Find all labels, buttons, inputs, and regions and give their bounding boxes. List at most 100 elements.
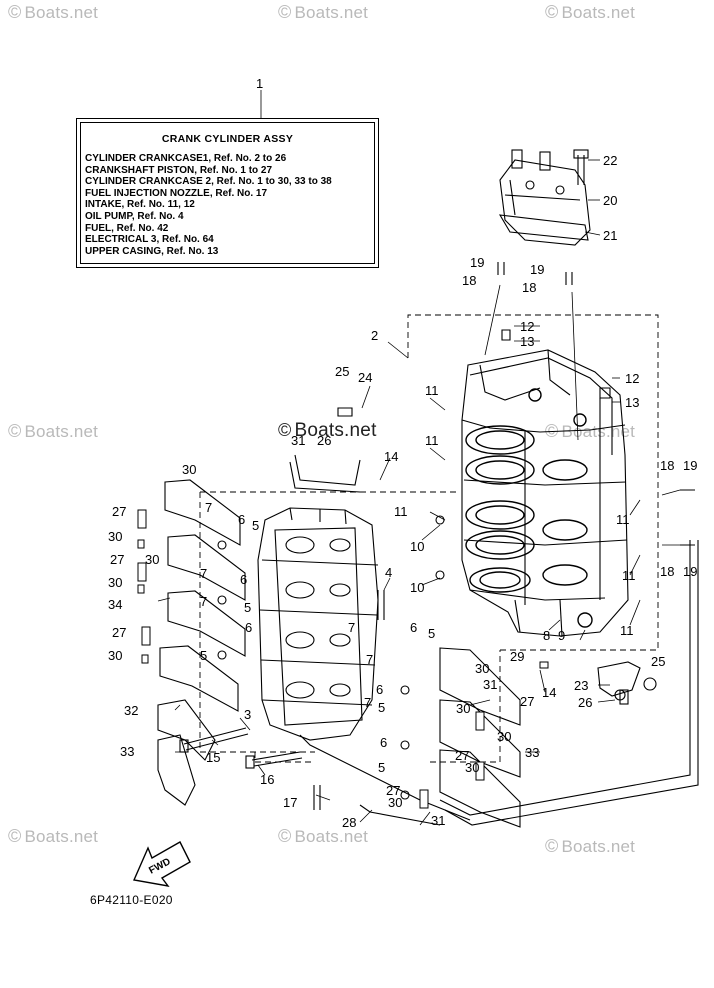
callout-5: 5 xyxy=(252,518,259,533)
legend-line: UPPER CASING, Ref. No. 13 xyxy=(85,245,219,257)
callout-30: 30 xyxy=(108,575,122,590)
callout-11: 11 xyxy=(394,504,408,519)
callout-26: 26 xyxy=(317,433,331,448)
watermark-center: ©Boats.net xyxy=(278,420,377,441)
callout-11: 11 xyxy=(425,383,439,398)
callout-2: 2 xyxy=(371,328,378,343)
callout-10: 10 xyxy=(410,580,424,595)
callout-30: 30 xyxy=(145,552,159,567)
callout-9: 9 xyxy=(558,628,565,643)
callout-19: 19 xyxy=(683,564,697,579)
callout-15: 15 xyxy=(206,750,220,765)
callout-5: 5 xyxy=(378,760,385,775)
watermark-bottom-center: ©Boats.net xyxy=(278,826,369,846)
callout-30: 30 xyxy=(497,729,511,744)
watermark-bottom-left: ©Boats.net xyxy=(8,826,99,846)
callout-23: 23 xyxy=(574,678,588,693)
callout-25: 25 xyxy=(335,364,349,379)
watermark-top-left: ©Boats.net xyxy=(8,2,99,22)
callout-33: 33 xyxy=(120,744,134,759)
callout-14: 14 xyxy=(542,685,556,700)
callout-11: 11 xyxy=(616,512,630,527)
callout-34: 34 xyxy=(108,597,122,612)
callout-17: 17 xyxy=(283,795,297,810)
legend-line: CYLINDER CRANKCASE 2, Ref. No. 1 to 30, … xyxy=(85,176,332,188)
fwd-arrow: FWD xyxy=(133,841,191,887)
callout-7: 7 xyxy=(366,652,373,667)
callout-25: 25 xyxy=(651,654,665,669)
watermark-mid-left: ©Boats.net xyxy=(8,421,99,441)
callout-16: 16 xyxy=(260,772,274,787)
callout-31: 31 xyxy=(483,677,497,692)
callout-28: 28 xyxy=(342,815,356,830)
bolts xyxy=(179,149,695,810)
callout-27: 27 xyxy=(112,504,126,519)
legend-box: CRANK CYLINDER ASSY CYLINDER CRANKCASE1,… xyxy=(76,118,379,268)
callout-21: 21 xyxy=(603,228,617,243)
watermark-bottom-right: ©Boats.net xyxy=(545,836,636,856)
watermark-top-center: ©Boats.net xyxy=(278,2,369,22)
callout-30: 30 xyxy=(475,661,489,676)
callout-31: 31 xyxy=(431,813,445,828)
callout-30: 30 xyxy=(456,701,470,716)
callout-7: 7 xyxy=(364,695,371,710)
callout-20: 20 xyxy=(603,193,617,208)
cylinder-head xyxy=(257,507,379,741)
right-plate xyxy=(597,661,657,705)
legend-line: FUEL, Ref. No. 42 xyxy=(85,222,169,234)
callout-7: 7 xyxy=(348,620,355,635)
callout-11: 11 xyxy=(622,568,636,583)
callout-7: 7 xyxy=(200,594,207,609)
callout-5: 5 xyxy=(378,700,385,715)
legend-line: INTAKE, Ref. No. 11, 12 xyxy=(85,199,195,211)
callout-27: 27 xyxy=(386,783,400,798)
hoses xyxy=(289,454,699,826)
callout-32: 32 xyxy=(124,703,138,718)
legend-lines: CYLINDER CRANKCASE1, Ref. No. 2 to 26 CR… xyxy=(85,153,332,257)
callout-6: 6 xyxy=(240,572,247,587)
callout-22: 22 xyxy=(603,153,617,168)
callout-5: 5 xyxy=(244,600,251,615)
callout-7: 7 xyxy=(205,500,212,515)
callout-11: 11 xyxy=(425,433,439,448)
callout-26: 26 xyxy=(578,695,592,710)
callout-30: 30 xyxy=(108,529,122,544)
watermark-top-right: ©Boats.net xyxy=(545,2,636,22)
pins xyxy=(137,509,549,809)
callout-18: 18 xyxy=(522,280,536,295)
callout-1: 1 xyxy=(256,76,263,91)
callout-13: 13 xyxy=(520,334,534,349)
legend-title: CRANK CYLINDER ASSY xyxy=(161,133,294,145)
callout-6: 6 xyxy=(380,735,387,750)
callout-5: 5 xyxy=(428,626,435,641)
callout-19: 19 xyxy=(530,262,544,277)
callout-27: 27 xyxy=(110,552,124,567)
callout-13: 13 xyxy=(625,395,639,410)
callout-27: 27 xyxy=(112,625,126,640)
callout-27: 27 xyxy=(520,694,534,709)
callout-12: 12 xyxy=(625,371,639,386)
callout-14: 14 xyxy=(384,449,398,464)
head-cover xyxy=(498,149,591,246)
legend-line: ELECTRICAL 3, Ref. No. 64 xyxy=(85,234,214,246)
callout-18: 18 xyxy=(660,564,674,579)
legend-line: CYLINDER CRANKCASE1, Ref. No. 2 to 26 xyxy=(85,153,287,164)
callout-6: 6 xyxy=(238,512,245,527)
figure-id: 6P42110-E020 xyxy=(90,893,173,907)
legend-line: CRANKSHAFT PISTON, Ref. No. 1 to 27 xyxy=(85,164,273,176)
legend-line: OIL PUMP, Ref. No. 4 xyxy=(85,210,184,222)
callout-31: 31 xyxy=(291,433,305,448)
legend-line: FUEL INJECTION NOZZLE, Ref. No. 17 xyxy=(85,187,268,199)
callout-18: 18 xyxy=(660,458,674,473)
callout-30: 30 xyxy=(108,648,122,663)
callout-33: 33 xyxy=(525,745,539,760)
callout-12: 12 xyxy=(520,319,534,334)
callout-10: 10 xyxy=(410,539,424,554)
callout-6: 6 xyxy=(410,620,417,635)
callout-30: 30 xyxy=(388,795,402,810)
callout-24: 24 xyxy=(358,370,372,385)
left-covers xyxy=(157,479,246,806)
callout-8: 8 xyxy=(543,628,550,643)
callout-11: 11 xyxy=(620,623,634,638)
